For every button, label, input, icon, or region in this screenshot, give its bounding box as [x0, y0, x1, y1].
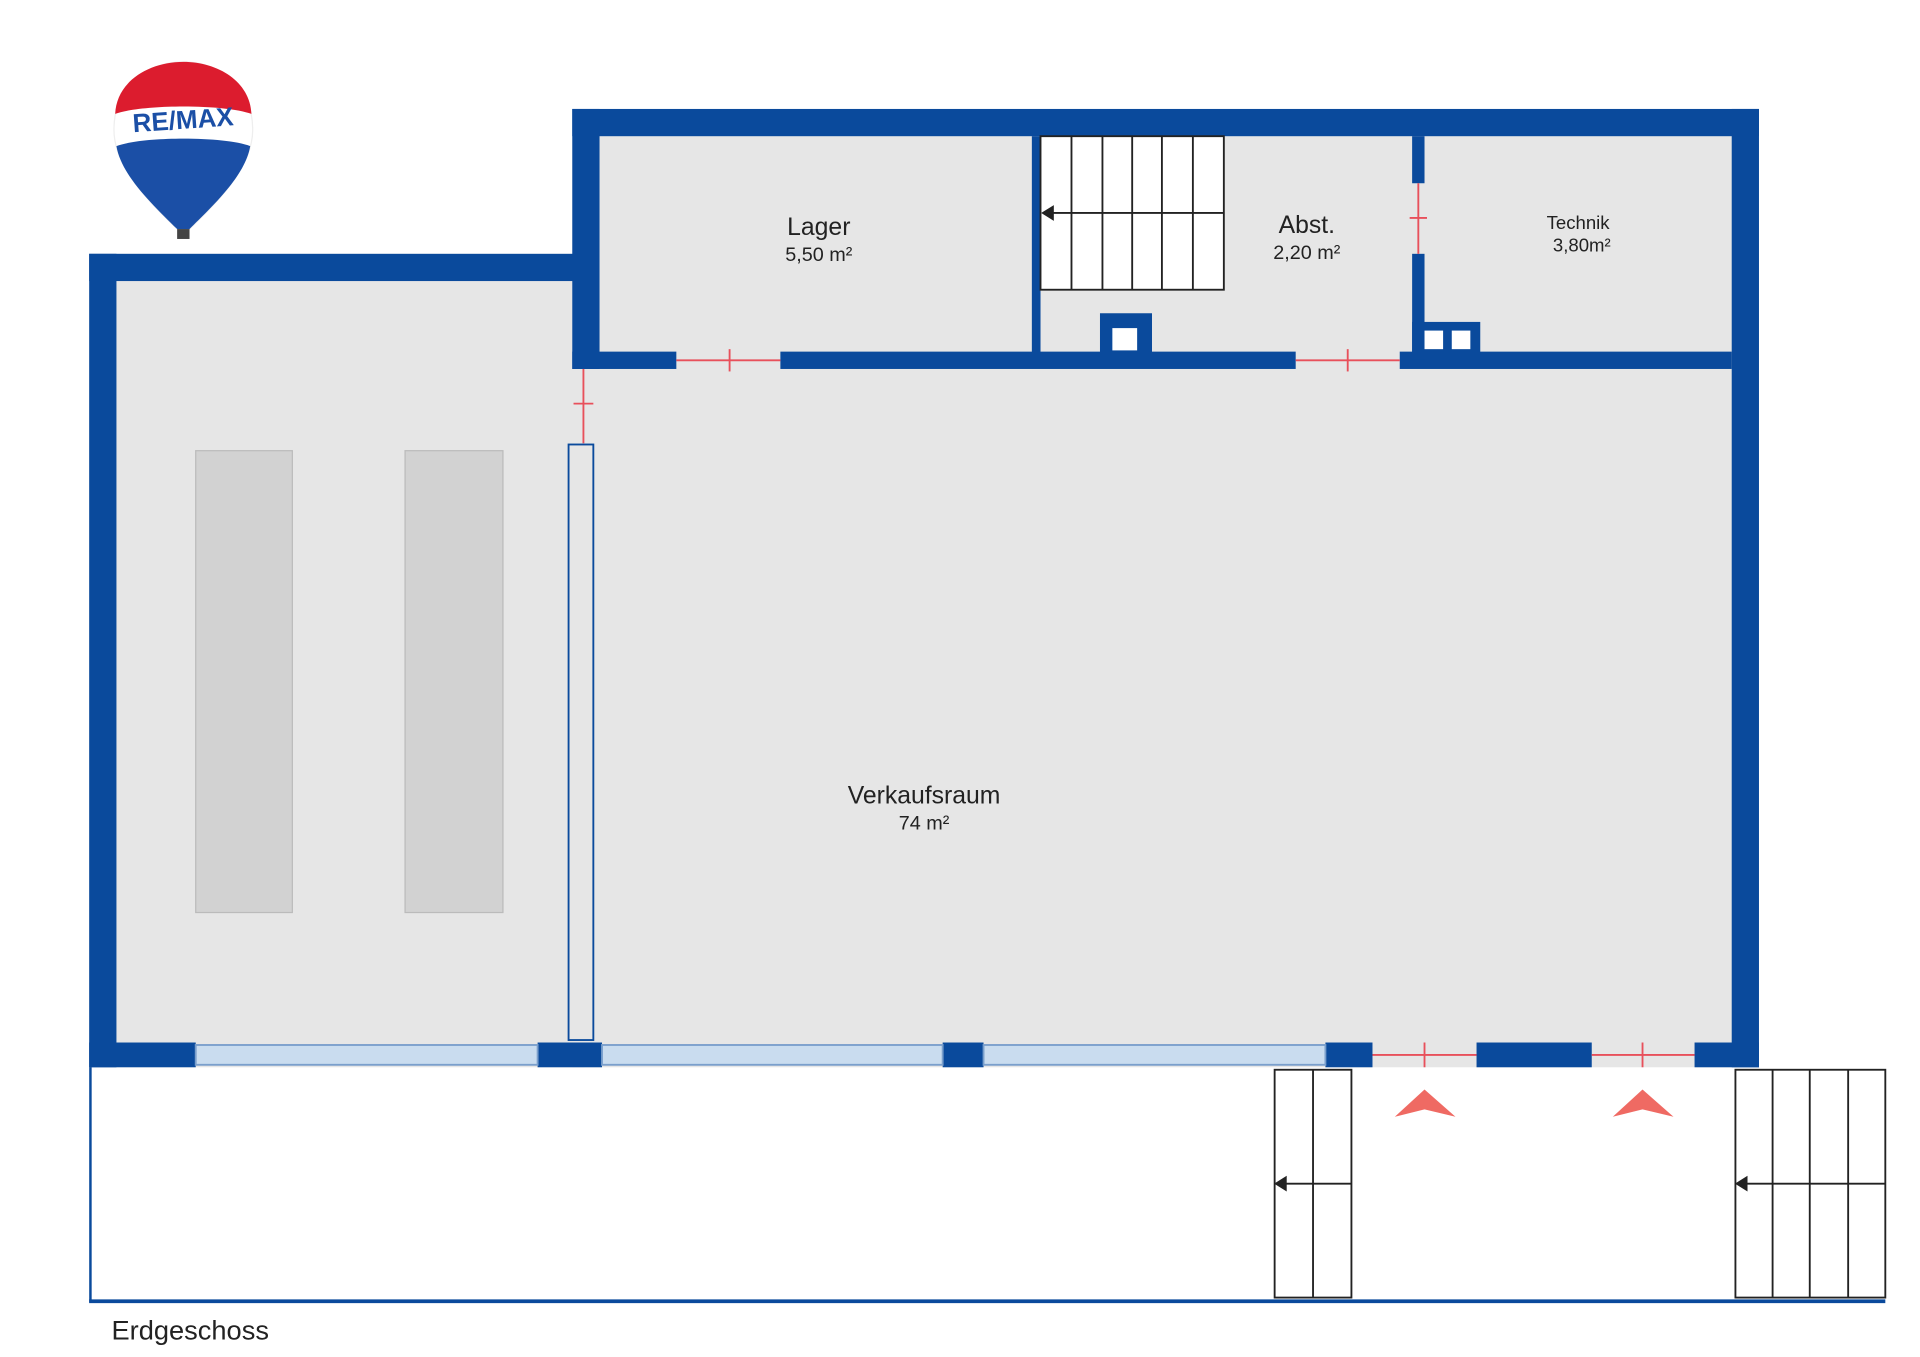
walls	[89, 108, 1759, 1068]
windows	[194, 1044, 1327, 1066]
room-area-verkaufsraum: 74 m²	[899, 813, 950, 835]
svg-text:RE/MAX: RE/MAX	[132, 101, 236, 138]
room-name-verkaufsraum: Verkaufsraum	[848, 783, 1001, 810]
room-area-abst: 2,20 m²	[1273, 242, 1341, 264]
terrace	[89, 1067, 1886, 1304]
remax-balloon-logo: RE/MAX	[113, 61, 254, 239]
entrance-arrow-icon	[1394, 1089, 1674, 1117]
room-area-lager: 5,50 m²	[785, 244, 853, 266]
pillar	[195, 450, 293, 914]
pillar	[404, 450, 504, 914]
room-area-technik: 3,80m²	[1553, 234, 1611, 255]
doors	[573, 183, 1695, 1068]
staircase	[1273, 1068, 1353, 1299]
room-name-abst: Abst.	[1279, 212, 1335, 239]
staircase	[1039, 135, 1225, 291]
staircase	[1734, 1068, 1887, 1299]
floor-areas	[89, 108, 1759, 1068]
floor-label: Erdgeschoss	[111, 1315, 268, 1346]
room-name-lager: Lager	[787, 214, 850, 241]
room-name-technik: Technik	[1547, 212, 1611, 233]
glass-partition	[567, 443, 595, 1041]
